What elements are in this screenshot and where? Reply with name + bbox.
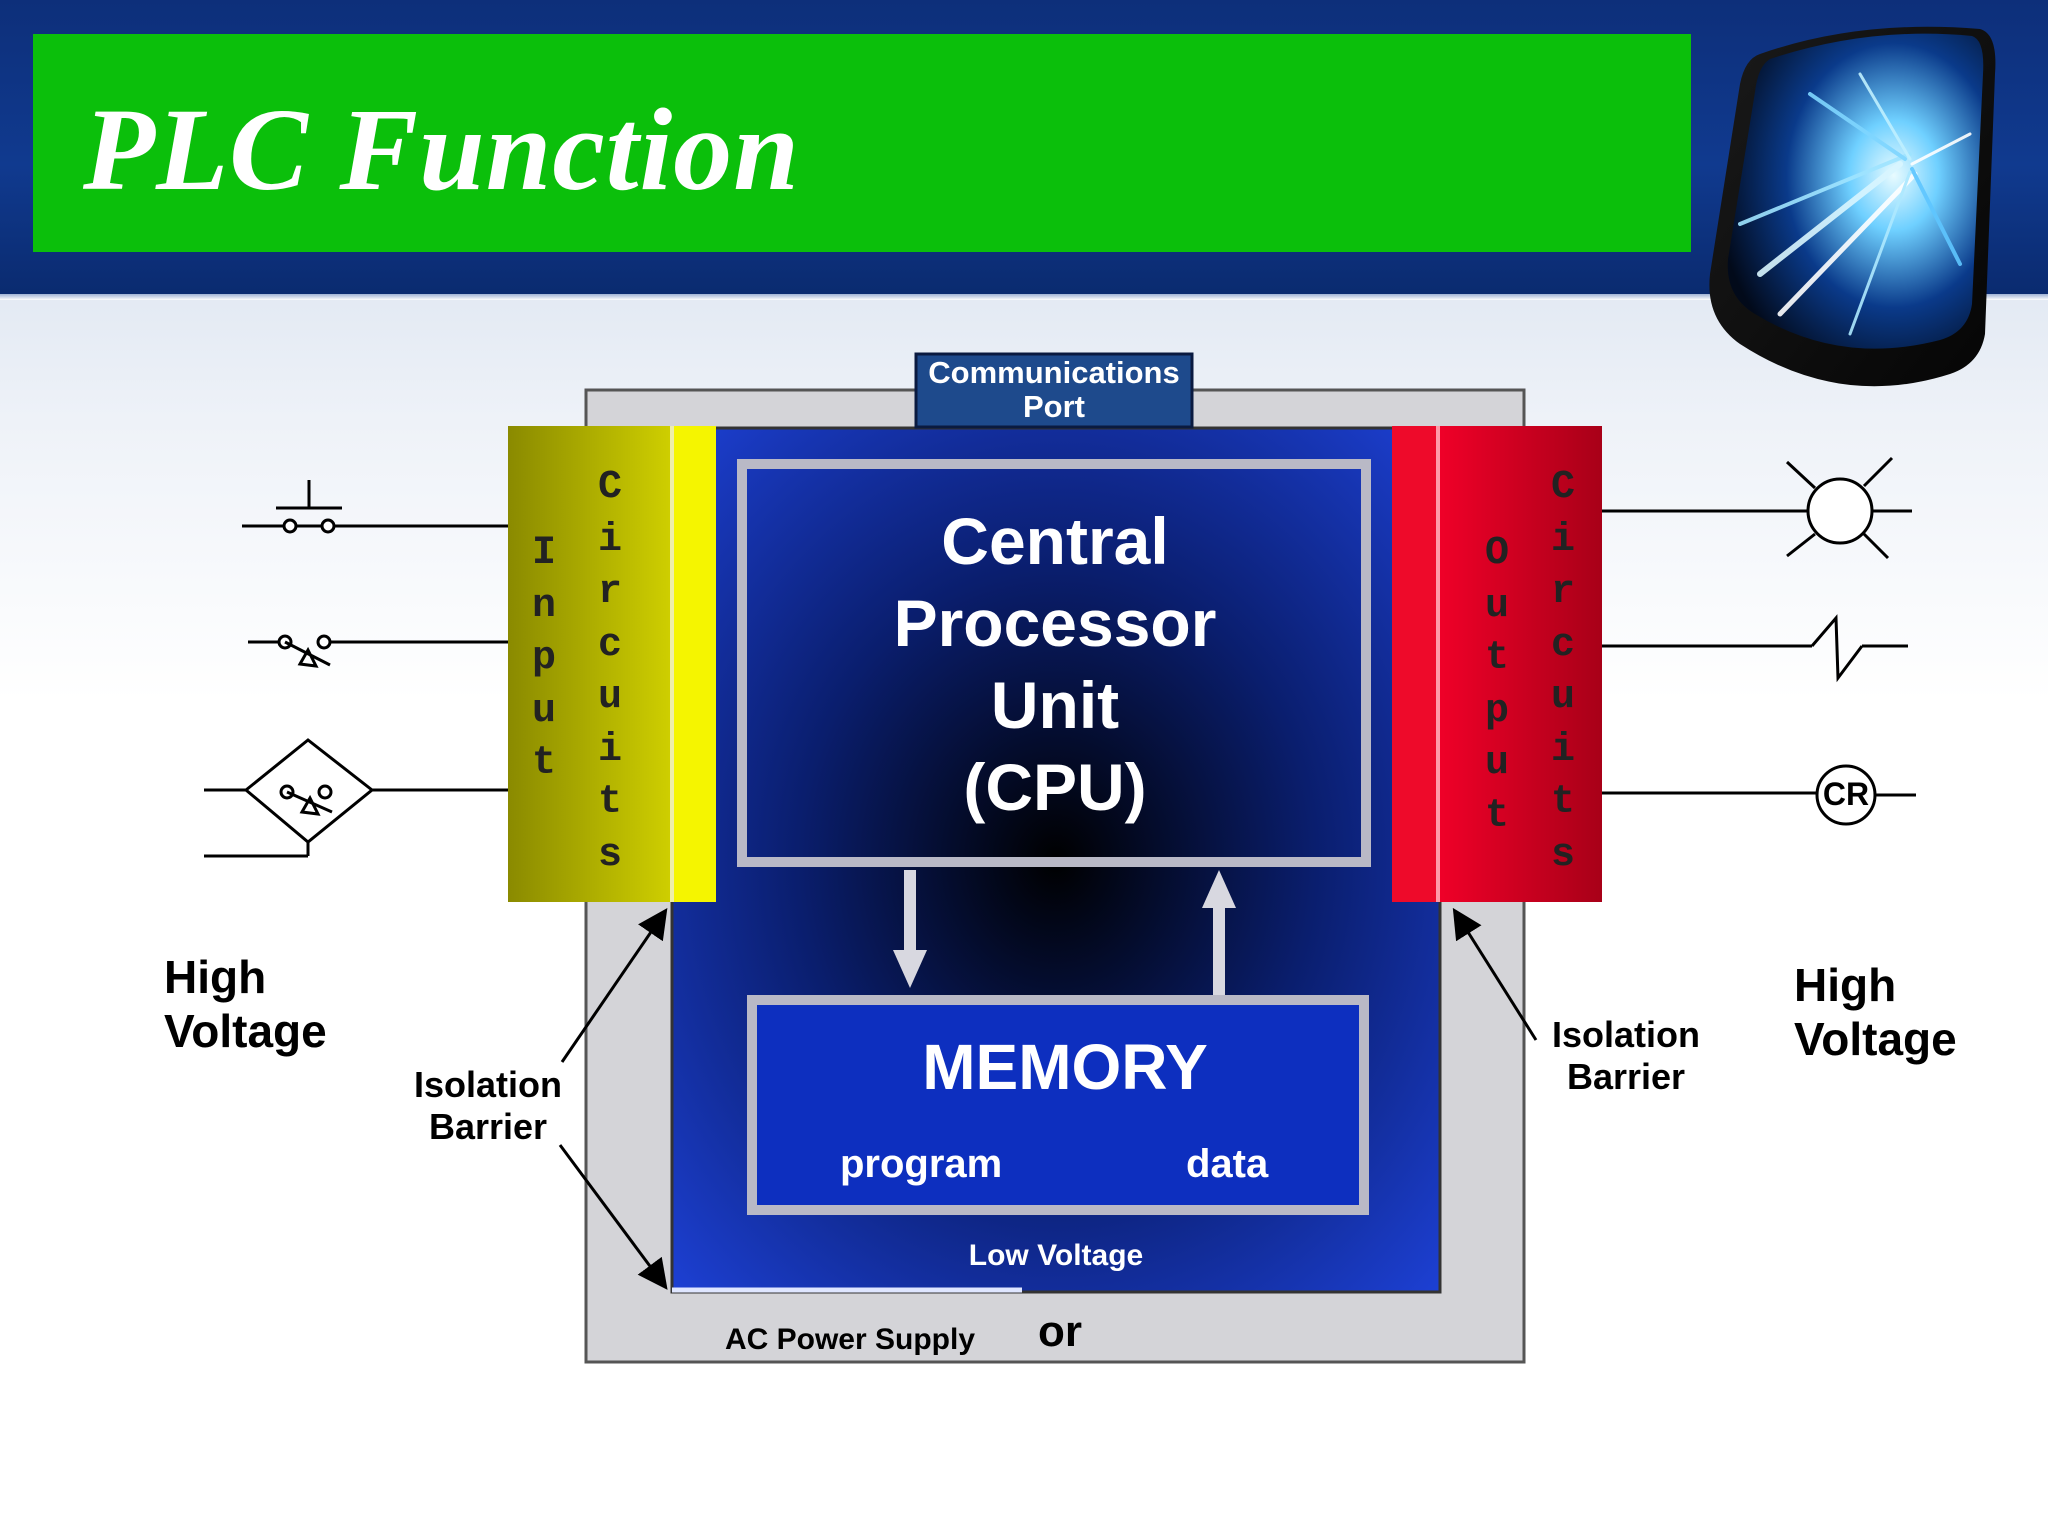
left-isolation-barrier-label: Isolation Barrier (413, 1064, 562, 1148)
output-circuits-block-barrier (1392, 426, 1438, 902)
output-circuits-block (1438, 426, 1602, 902)
memory-data-label: data (1186, 1142, 1269, 1186)
communications-port-label: Communications Port (928, 355, 1180, 424)
ac-power-supply-label: AC Power Supply (724, 1323, 976, 1356)
low-voltage-label: Low Voltage (968, 1239, 1144, 1272)
memory-program-label: program (840, 1142, 1003, 1186)
or-label: or (1038, 1307, 1082, 1356)
title-bar: PLC Function (33, 34, 1691, 252)
input-circuits-label-word2: Circuits (597, 465, 622, 878)
cpu-to-memory-arrow (893, 950, 927, 988)
output-circuits-label-word2: Circuits (1550, 465, 1575, 878)
output-circuits-label-word1: Output (1484, 531, 1509, 839)
right-high-voltage-label: High Voltage (1794, 959, 1957, 1066)
cpu-box (737, 459, 1371, 867)
input-circuits-block (508, 426, 674, 902)
communications-port (914, 352, 1194, 429)
memory-title: MEMORY (922, 1031, 1208, 1103)
input-circuits-label-word1: Input (531, 531, 556, 786)
left-high-voltage-label: High Voltage (164, 951, 327, 1058)
slide-title: PLC Function (83, 84, 800, 215)
memory-to-cpu-arrow (1202, 870, 1236, 908)
memory-box (747, 995, 1369, 1215)
control-relay-label: CR (1822, 776, 1870, 812)
input-isolation-barrier (674, 426, 716, 902)
right-isolation-barrier-label: Isolation Barrier (1551, 1014, 1700, 1098)
light-streak-logo-icon (1709, 26, 1996, 387)
cpu-label: Central Processor Unit (CPU) (893, 504, 1217, 824)
